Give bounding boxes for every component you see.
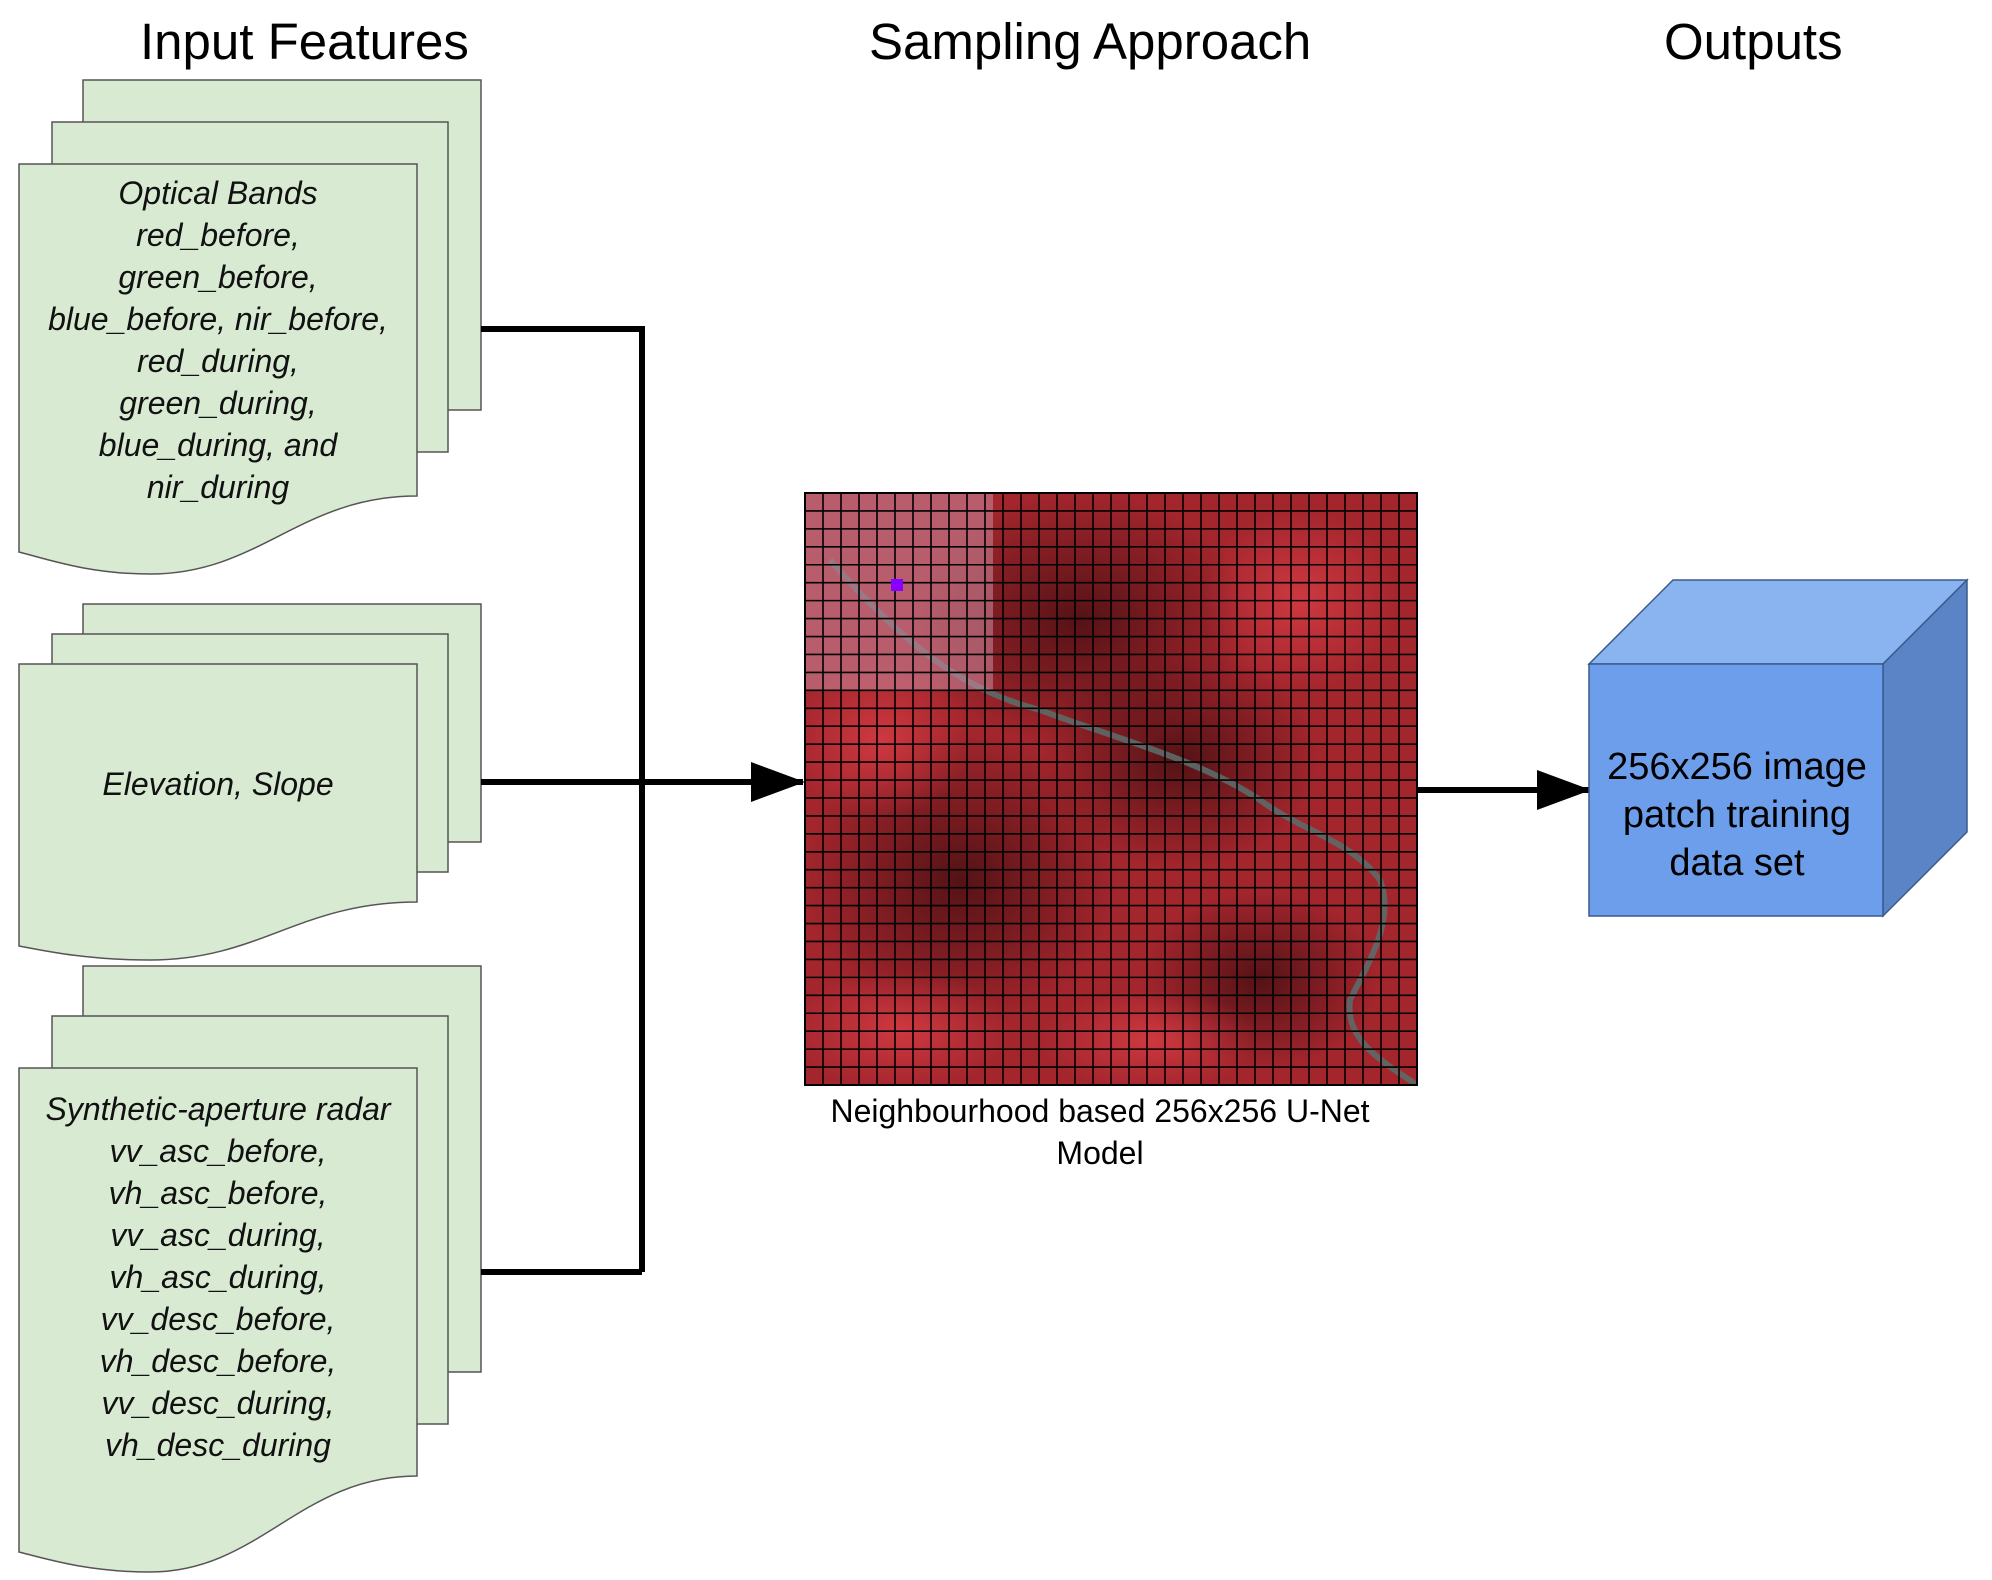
optical-line: nir_during [146, 469, 290, 505]
output-label: 256x256 image patch training data set [1607, 746, 1867, 884]
elevation-slope-text: Elevation, Slope [19, 664, 417, 904]
connector-optical [481, 326, 645, 1272]
sar-line: vv_desc_before, [100, 1301, 336, 1337]
optical-line: blue_during, and [98, 427, 338, 463]
optical-line: Optical Bands [118, 175, 318, 211]
heading-input-features: Input Features [140, 13, 469, 70]
elevation-line: Elevation, Slope [102, 766, 334, 802]
optical-line: red_before, [136, 217, 300, 253]
optical-line: red_during, [137, 343, 299, 379]
optical-line: green_before, [118, 259, 318, 295]
sar-line: vh_asc_during, [109, 1259, 327, 1295]
optical-bands-text: Optical Bands red_before, green_before, … [19, 170, 417, 510]
heading-sampling-approach: Sampling Approach [869, 13, 1312, 70]
optical-line: green_during, [119, 385, 317, 421]
elevation-slope-document-stack [18, 603, 482, 961]
sar-text: Synthetic-aperture radar vv_asc_before, … [19, 1082, 417, 1472]
sar-line: vv_asc_during, [110, 1217, 326, 1253]
sar-line: vh_desc_before, [99, 1343, 337, 1379]
satellite-image-grid [805, 493, 1417, 1085]
sar-document-stack [18, 965, 482, 1573]
optical-line: blue_before, nir_before, [48, 301, 388, 337]
output-cube [1587, 578, 1969, 918]
sar-line: vh_asc_before, [108, 1175, 328, 1211]
sampling-caption: Neighbourhood based 256x256 U-Net Model [830, 1093, 1370, 1171]
sar-line: Synthetic-aperture radar [45, 1091, 391, 1127]
connector-lines [481, 326, 1591, 1275]
sar-line: vv_asc_before, [109, 1133, 327, 1169]
heading-outputs: Outputs [1664, 13, 1843, 70]
sar-line: vv_desc_during, [101, 1385, 335, 1421]
grid-lines [805, 493, 1417, 1085]
sar-line: vh_desc_during [105, 1427, 331, 1463]
optical-bands-document-stack [18, 79, 482, 575]
cube-front [1588, 663, 1884, 917]
highlight-patch [805, 493, 993, 691]
selected-pixel [891, 579, 903, 591]
